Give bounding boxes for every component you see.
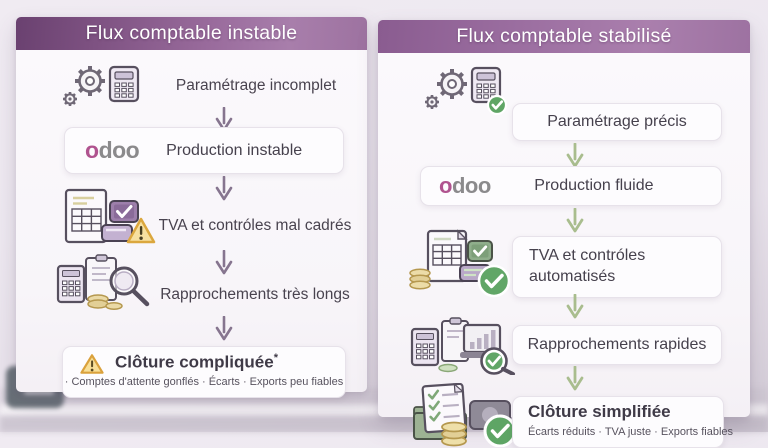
- invoice-check-warning-icon: [56, 188, 156, 252]
- odoo-letters: doo: [98, 137, 140, 163]
- outcome-details: Écarts réduits · TVA juste · Exports fia…: [528, 426, 734, 438]
- panel-title: Flux comptable stabilisé: [456, 25, 672, 47]
- outcome-card-unstable: Clôture compliquée* · Comptes d'attente …: [62, 346, 346, 398]
- param-card: Paramétrage précis: [512, 103, 722, 141]
- step-label: Paramétrage précis: [547, 113, 687, 130]
- outcome-title: Clôture simplifiée: [528, 402, 671, 421]
- arrow-down-icon: [565, 365, 585, 392]
- arrow-down-icon: [565, 142, 585, 168]
- step-label: Paramétrage incomplet: [175, 77, 337, 94]
- outcome-title-text: Clôture compliquée: [115, 352, 274, 372]
- odoo-letter: o: [439, 173, 452, 198]
- outcome-asterisk: *: [273, 352, 278, 364]
- calculator-chart-magnifier-check-icon: [406, 317, 518, 375]
- odoo-logo: odoo: [439, 175, 491, 197]
- panel-header-stable: Flux comptable stabilisé: [378, 20, 750, 54]
- panel-title: Flux comptable instable: [85, 22, 298, 44]
- panel-unstable-flow: Flux comptable instable: [16, 17, 367, 398]
- odoo-letters: doo: [451, 173, 491, 198]
- blurred-line: [24, 390, 54, 394]
- step-label: TVA et contróles automatisés: [529, 247, 646, 285]
- odoo-letter: o: [85, 137, 99, 163]
- warning-triangle-icon: [79, 353, 105, 375]
- step-label: Production fluide: [534, 177, 654, 194]
- outcome-card-stable: Clôture simplifiée Écarts réduits · TVA …: [512, 396, 733, 448]
- panel-body-unstable: Paramétrage incomplet odoo Production in…: [16, 50, 367, 398]
- panel-stable-flow: Flux comptable stabilisé: [378, 20, 750, 448]
- step-label: Rapprochements rapides: [527, 336, 707, 353]
- arrow-down-icon: [214, 315, 234, 342]
- step-label: Rapprochements très longs: [160, 286, 350, 303]
- checklist-folder-coins-check-icon: [406, 383, 522, 447]
- arrow-down-icon: [214, 249, 234, 275]
- arrow-down-icon: [214, 175, 234, 201]
- outcome-title: Clôture compliquée*: [115, 352, 278, 373]
- invoice-check-coins-icon: [406, 229, 512, 299]
- arrow-down-icon: [565, 293, 585, 319]
- odoo-logo: odoo: [85, 137, 140, 163]
- panel-header-unstable: Flux comptable instable: [16, 17, 367, 51]
- arrow-down-icon: [565, 207, 585, 233]
- panel-body-stable: Paramétrage précis odoo Production fluid…: [378, 53, 750, 448]
- gears-calculator-icon: [60, 59, 152, 111]
- step-label: Production instable: [166, 141, 303, 159]
- rapprochements-card: Rapprochements rapides: [512, 325, 722, 365]
- tva-card: TVA et contróles automatisés: [512, 236, 722, 298]
- gears-calculator-check-icon: [422, 62, 516, 116]
- outcome-details: · Comptes d'attente gonflés · Écarts · E…: [64, 376, 344, 388]
- production-card: odoo Production fluide: [420, 166, 722, 206]
- calculator-magnifier-coins-icon: [52, 254, 156, 310]
- step-label: TVA et contróles mal cadrés: [158, 217, 352, 234]
- production-card: odoo Production instable: [64, 127, 344, 174]
